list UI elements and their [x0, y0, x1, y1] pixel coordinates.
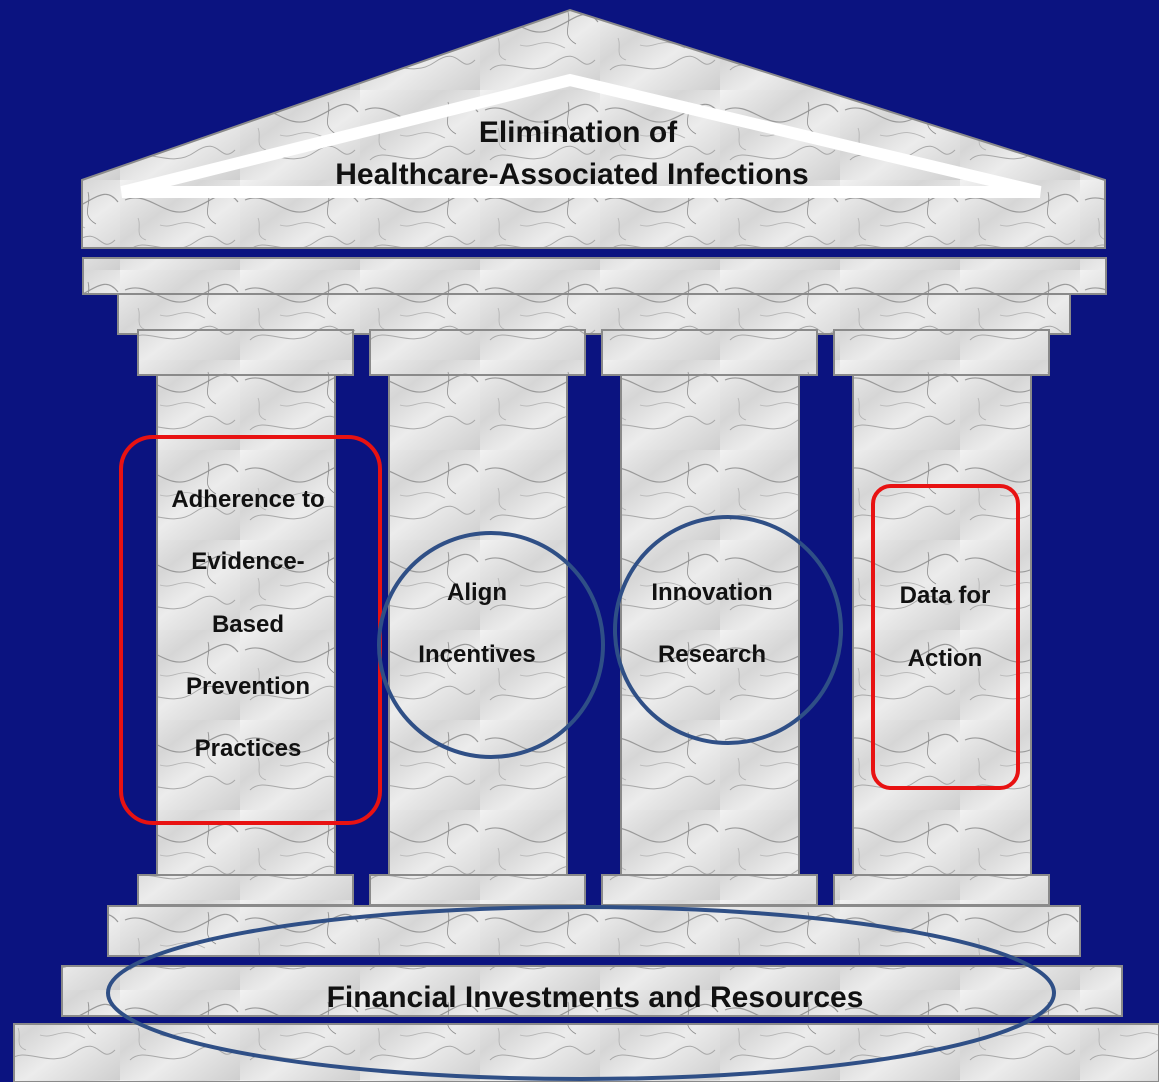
foundation-label: Financial Investments and Resources [327, 981, 864, 1014]
pillar-1-label: Adherence to Evidence- Based Prevention … [171, 486, 324, 762]
pillar-2-label: Align Incentives [418, 579, 535, 668]
pillar-1 [137, 329, 354, 906]
step-bottom [13, 1023, 1159, 1082]
svg-text:Prevention: Prevention [186, 673, 310, 700]
svg-text:Align: Align [447, 579, 507, 606]
svg-text:Incentives: Incentives [418, 641, 535, 668]
highlight-red-box-pillar-4 [871, 484, 1020, 790]
pillar-3 [601, 329, 818, 906]
pillar-3-label: Innovation Research [651, 579, 772, 668]
roof-pediment [81, 8, 1106, 249]
entablature-bottom [117, 293, 1071, 335]
entablature-top [82, 257, 1107, 295]
pillar-4-label: Data for Action [900, 582, 991, 672]
roof-title-line2: Healthcare-Associated Infections [335, 158, 808, 191]
pillar-2 [369, 329, 586, 906]
svg-text:Data for: Data for [900, 582, 991, 609]
roof-title-line1: Elimination of [479, 116, 678, 149]
highlight-blue-ellipse-foundation [106, 905, 1056, 1081]
svg-text:Innovation: Innovation [651, 579, 772, 606]
svg-text:Adherence to: Adherence to [171, 486, 324, 513]
svg-text:Evidence-: Evidence- [191, 548, 304, 575]
highlight-blue-circle-pillar-2 [377, 531, 605, 759]
step-middle [61, 965, 1123, 1017]
svg-text:Research: Research [658, 641, 766, 668]
highlight-blue-circle-pillar-3 [613, 515, 843, 745]
svg-text:Practices: Practices [195, 735, 302, 762]
svg-text:Based: Based [212, 611, 284, 638]
svg-text:Action: Action [908, 645, 983, 672]
pillar-4 [833, 329, 1050, 906]
